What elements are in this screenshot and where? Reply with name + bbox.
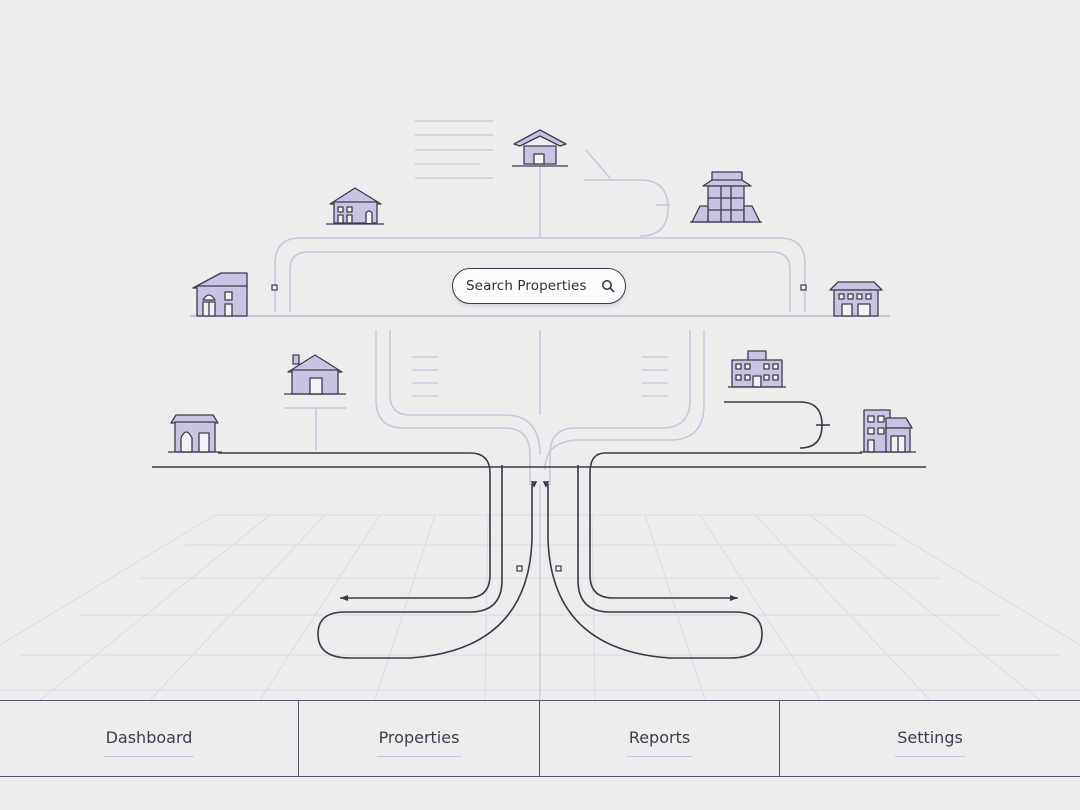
nav-underline: [895, 755, 965, 757]
nav-item-reports[interactable]: Reports: [540, 701, 780, 776]
apartment-building-icon: [728, 350, 786, 388]
search-icon: [602, 280, 615, 293]
dark-road-network: [152, 401, 926, 700]
nav-label-properties: Properties: [376, 728, 462, 757]
house-right-large-icon: [829, 281, 883, 317]
house-mid-left-icon: [284, 354, 346, 395]
route-markers: [271, 284, 807, 572]
tower-building-icon: [690, 171, 762, 223]
search-label: Search Properties: [466, 278, 587, 294]
nav-underline: [103, 755, 195, 757]
buildings: [168, 129, 916, 453]
nav-item-settings[interactable]: Settings: [780, 701, 1080, 776]
top-center-house-icon: [512, 129, 568, 167]
nav-label-dashboard: Dashboard: [103, 728, 195, 757]
office-building-icon: [860, 409, 916, 453]
nav-item-dashboard[interactable]: Dashboard: [0, 701, 299, 776]
nav-label-settings: Settings: [895, 728, 965, 757]
search-properties-button[interactable]: Search Properties: [452, 268, 626, 304]
nav-underline: [376, 755, 462, 757]
nav-underline: [626, 755, 693, 757]
bottom-navigation: Dashboard Properties Reports Settings: [0, 700, 1080, 777]
house-upper-left-icon: [326, 187, 384, 225]
nav-label-reports: Reports: [626, 728, 693, 757]
house-left-large-icon: [192, 272, 248, 317]
nav-item-properties[interactable]: Properties: [299, 701, 540, 776]
light-road-network: [190, 120, 890, 485]
house-lower-left-icon: [168, 414, 222, 453]
